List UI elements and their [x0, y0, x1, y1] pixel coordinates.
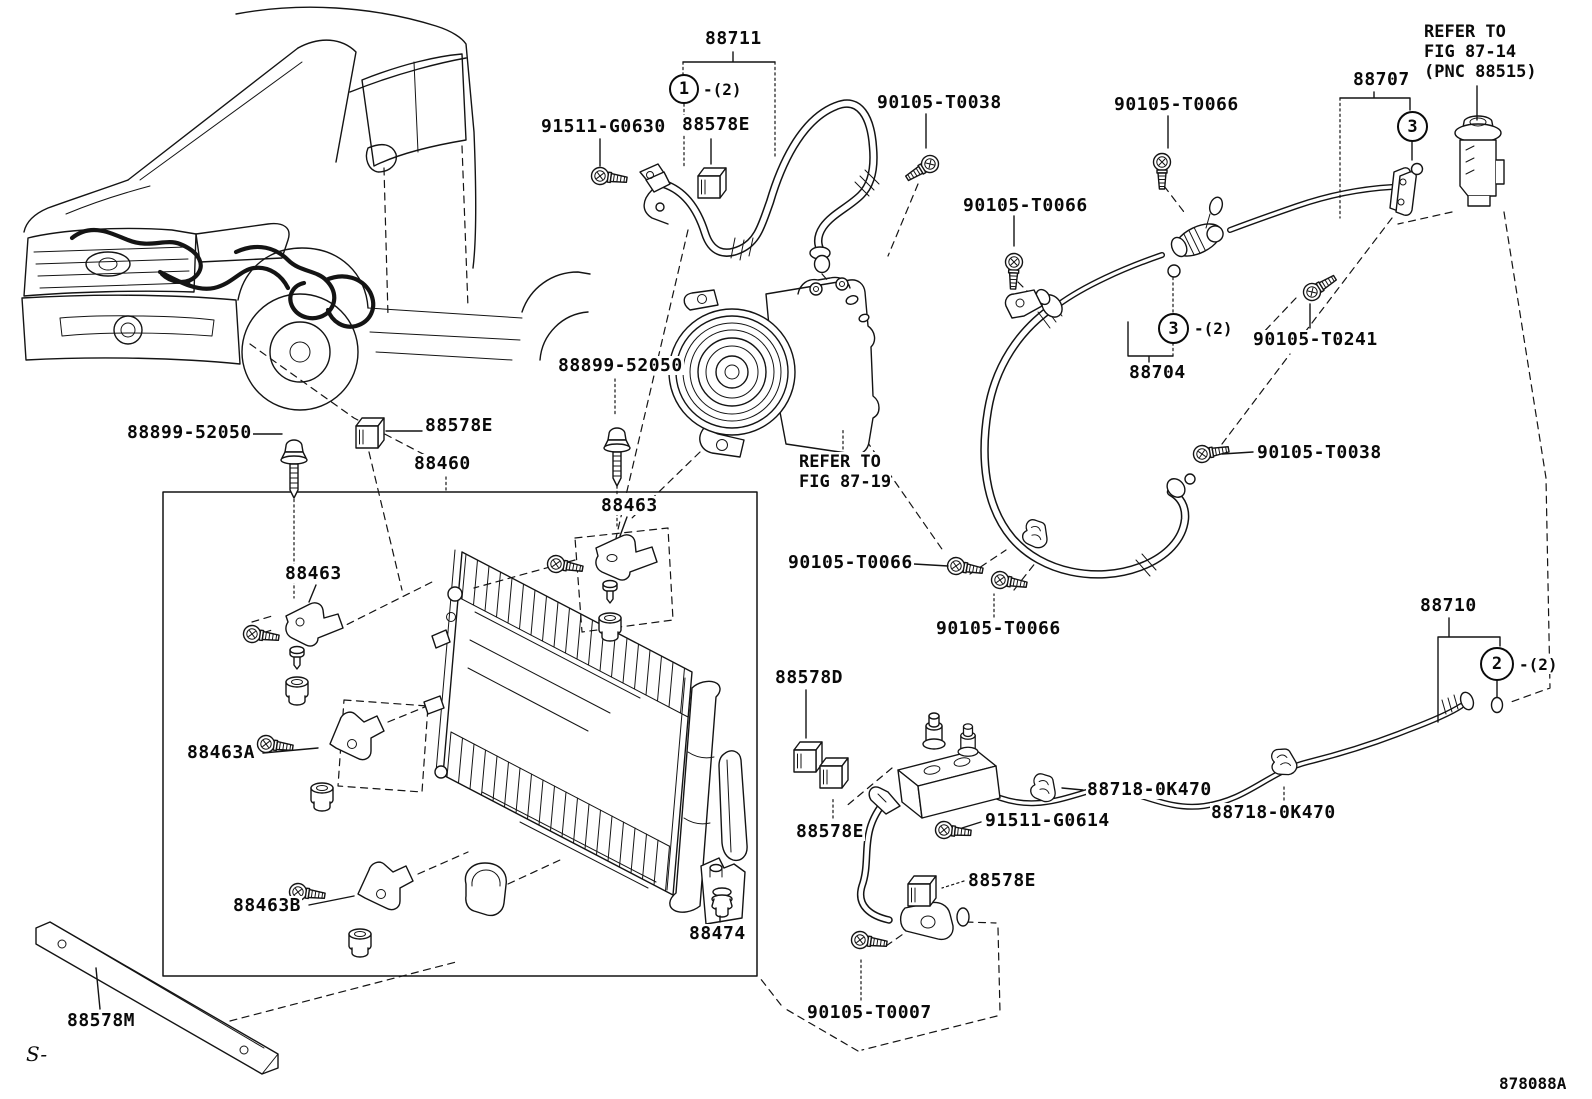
part-label-88899-52050-2: 88899-52050 [557, 355, 684, 376]
highlighted-ac-harness [69, 227, 376, 329]
part-label-90105-T0241: 90105-T0241 [1252, 329, 1379, 350]
part-label-90105-T0066-3: 90105-T0066 [787, 552, 914, 573]
part-label-88463A: 88463A [186, 742, 257, 763]
part-label-90105-T0038-1: 90105-T0038 [876, 92, 1003, 113]
part-label-88704: 88704 [1128, 362, 1187, 383]
part-label-88710: 88710 [1419, 595, 1478, 616]
part-label-88463-2: 88463 [284, 563, 343, 584]
part-label-88463-1: 88463 [600, 495, 659, 516]
ref-qty-2: -(2) [1519, 655, 1558, 674]
refer-note-line: REFER TO [1424, 22, 1506, 42]
part-label-90105-T0007: 90105-T0007 [806, 1002, 933, 1023]
drier-plug-88474 [700, 857, 746, 925]
part-label-90105-T0066-4: 90105-T0066 [935, 618, 1062, 639]
refer-note-line: FIG 87-19 [799, 472, 892, 492]
part-label-88460: 88460 [413, 453, 472, 474]
refer-note-line: (PNC 88515) [1424, 62, 1537, 82]
part-label-88711: 88711 [704, 28, 763, 49]
part-label-90105-T0038-2: 90105-T0038 [1256, 442, 1383, 463]
ref-circle-2: 2 [1480, 647, 1514, 681]
compressor-drawing [668, 276, 880, 458]
part-label-88463B: 88463B [232, 895, 303, 916]
part-label-88899-52050-1: 88899-52050 [126, 422, 253, 443]
part-label-88474: 88474 [688, 923, 747, 944]
ref-circle-3b: 3 [1158, 313, 1189, 344]
refer-note-expansion-valve: REFER TO FIG 87-14 (PNC 88515) [1424, 22, 1537, 82]
bracket-88463A [255, 711, 385, 812]
bracket-88463B [287, 861, 414, 958]
leader-lines [95, 51, 1504, 1010]
insulator-pads [355, 167, 937, 907]
refer-note-compressor: REFER TO FIG 87-19 [799, 452, 892, 492]
ref-qty-3b: -(2) [1194, 319, 1233, 338]
refrigerant-lines [659, 99, 1475, 924]
refer-note-line: FIG 87-14 [1424, 42, 1517, 62]
part-label-90105-T0066-1: 90105-T0066 [1113, 94, 1240, 115]
part-label-88578E-4: 88578E [967, 870, 1038, 891]
part-label-88578E-1: 88578E [681, 114, 752, 135]
part-label-88578E-2: 88578E [424, 415, 495, 436]
ref-circle-1: 1 [669, 74, 699, 104]
part-label-88578E-3: 88578E [795, 821, 866, 842]
part-label-90105-T0066-2: 90105-T0066 [962, 195, 1089, 216]
part-label-88707: 88707 [1352, 69, 1411, 90]
margin-code: S- [26, 1042, 48, 1066]
refer-note-line: REFER TO [799, 452, 881, 472]
part-label-88718-0K470-2: 88718-0K470 [1210, 802, 1337, 823]
part-label-91511-G0630: 91511-G0630 [540, 116, 667, 137]
part-label-91511-G0614: 91511-G0614 [984, 810, 1111, 831]
condenser-box [162, 491, 758, 977]
liquid-line-flange [1389, 167, 1417, 216]
service-valve-block [868, 712, 1300, 941]
receiver-drier [669, 680, 721, 913]
condenser-drawing [423, 549, 748, 925]
part-label-88578M: 88578M [66, 1010, 137, 1031]
ref-qty-1: -(2) [703, 80, 742, 99]
discharge-hose-fitting [639, 163, 671, 225]
bracket-88463-top [545, 534, 658, 642]
part-label-88578D: 88578D [774, 667, 845, 688]
expansion-valve-drawing [1454, 115, 1505, 207]
vehicle-sketch [21, 6, 591, 411]
bracket-88463-left [241, 602, 344, 706]
part-label-88718-0K470-1: 88718-0K470 [1086, 779, 1213, 800]
construction-dashes [229, 183, 1551, 1052]
drawing-number: 878088A [1499, 1074, 1567, 1093]
pressure-sensor-fitting [1004, 196, 1224, 550]
seal-bar-88578M [35, 921, 279, 1075]
ref-circle-3a: 3 [1397, 111, 1428, 142]
